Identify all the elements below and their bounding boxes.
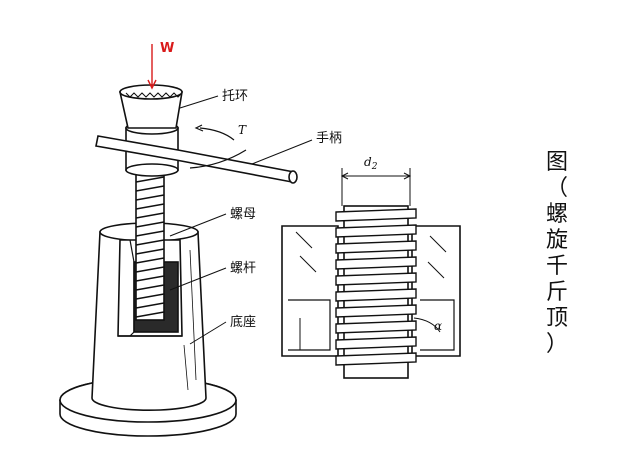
caption-char: 千	[545, 254, 568, 279]
figure-caption: 图（螺旋千斤顶）	[542, 150, 572, 358]
thread-tooth	[335, 304, 417, 318]
thread-tooth	[335, 272, 417, 286]
screw-label: 螺杆	[230, 261, 256, 276]
thread-tooth	[335, 336, 417, 350]
caption-char: ）	[545, 332, 568, 357]
nut-label: 螺母	[230, 207, 256, 222]
nut-housing-left	[281, 225, 339, 357]
screw-spindle	[135, 159, 165, 321]
nut-housing-right	[411, 225, 461, 357]
handle-label: 手柄	[316, 131, 342, 146]
caption-char: 图	[545, 150, 568, 175]
pitch-diameter-dimension	[340, 168, 412, 206]
handle-bar	[95, 135, 298, 184]
load-label: W	[160, 41, 174, 56]
thread-tooth	[335, 320, 417, 334]
cap-label: 托环	[222, 89, 248, 104]
caption-char: 螺	[545, 202, 568, 227]
jack-assembly	[59, 84, 298, 437]
thread-tooth	[335, 240, 417, 254]
caption-char: （	[545, 176, 568, 201]
cap	[119, 84, 183, 129]
torque-label: T	[238, 123, 247, 137]
base-label: 底座	[230, 314, 256, 330]
caption-char: 顶	[545, 306, 568, 331]
caption-char: 斤	[545, 280, 568, 305]
thread-tooth	[335, 256, 417, 270]
thread-screw	[335, 205, 417, 379]
leader-lines	[169, 95, 313, 345]
angle-marker	[299, 317, 441, 350]
thread-tooth	[335, 352, 417, 366]
load-arrow	[147, 44, 157, 90]
thread-tooth	[335, 224, 417, 238]
torque-arrow	[189, 124, 247, 169]
angle-label: α	[434, 319, 442, 333]
thread-tooth	[335, 288, 417, 302]
caption-char: 旋	[545, 228, 568, 253]
thread-section	[281, 168, 461, 379]
thread-tooth	[335, 208, 417, 222]
pitch-diameter-label: d2	[364, 155, 378, 172]
